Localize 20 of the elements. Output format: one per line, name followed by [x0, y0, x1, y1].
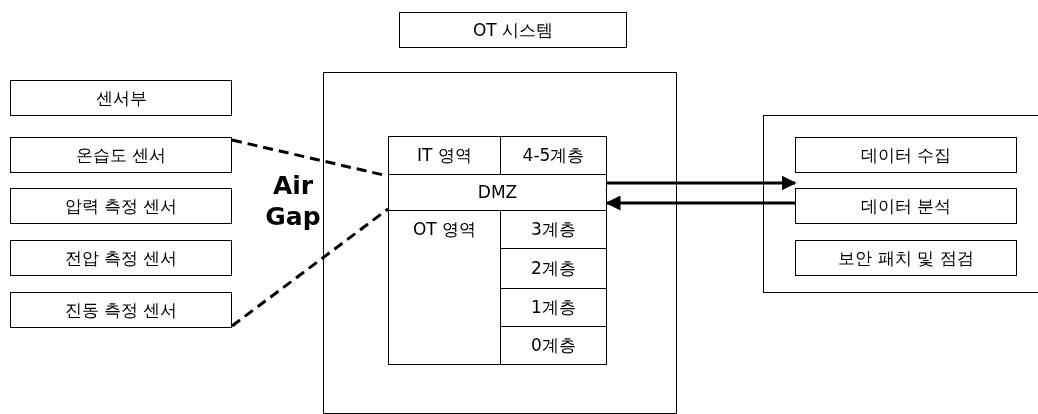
arrow [607, 175, 797, 191]
table-cell: DMZ [388, 174, 607, 211]
label-box: 온습도 센서 [10, 137, 232, 173]
table-cell: OT 영역 [388, 210, 501, 365]
label-box: 보안 패치 및 점검 [795, 240, 1017, 276]
system-frame [323, 72, 677, 414]
label-box: 전압 측정 센서 [10, 240, 232, 276]
label-box: 센서부 [10, 80, 232, 116]
label-box: 데이터 분석 [795, 188, 1017, 224]
table-cell: IT 영역 [388, 136, 501, 175]
label-box: 압력 측정 센서 [10, 188, 232, 224]
label-box: 진동 측정 센서 [10, 292, 232, 328]
table-cell: 4-5계층 [500, 136, 607, 175]
label-box: 데이터 수집 [795, 137, 1017, 173]
table-cell: 0계층 [500, 326, 607, 365]
annotation-text: Air Gap [264, 170, 322, 233]
arrow [605, 195, 795, 211]
dashed-line [231, 207, 389, 328]
label-box: OT 시스템 [399, 12, 627, 48]
panel-frame [763, 115, 1038, 293]
